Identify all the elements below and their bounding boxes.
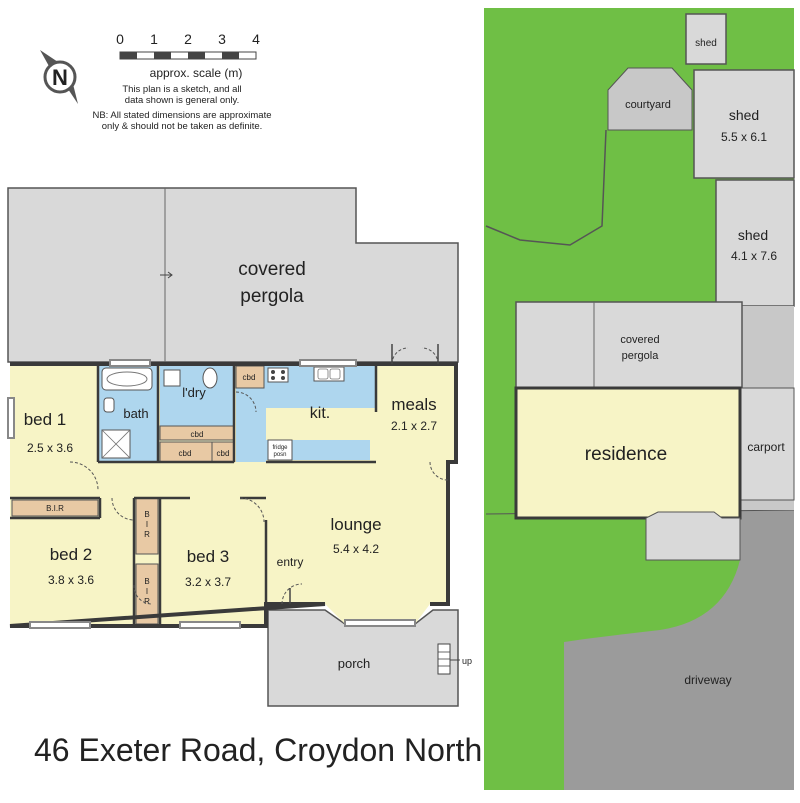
pergola-label-line-2: pergola	[240, 286, 304, 307]
porch-label: porch	[338, 656, 371, 671]
compass-icon: N	[40, 50, 78, 104]
bed2-dims: 3.8 x 3.6	[48, 573, 94, 587]
scale-tick-2: 2	[184, 31, 192, 47]
kitchen-bench	[236, 366, 376, 462]
door-swings	[69, 347, 449, 605]
scale-label: approx. scale (m)	[150, 66, 243, 80]
site-pergola-label-line-2: pergola	[622, 350, 660, 362]
site-plan: driveway courtyard shed shed 5.5 x 6.1 s…	[484, 8, 795, 790]
cooktop-icon	[267, 367, 289, 383]
site-pergola-label-line-1: covered	[620, 334, 659, 346]
lounge-label: lounge	[330, 515, 381, 534]
scale-tick-0: 0	[116, 31, 124, 47]
shed1-dims: 5.5 x 6.1	[721, 130, 767, 144]
meals-dims: 2.1 x 2.7	[391, 419, 437, 433]
laundry-label: l'dry	[182, 385, 206, 400]
bath-label: bath	[123, 406, 148, 421]
fridge-position	[267, 439, 293, 461]
scale-tick-1: 1	[150, 31, 158, 47]
bathtub-icon	[101, 367, 153, 391]
cbd-label: cbd	[179, 449, 192, 458]
courtyard-label: courtyard	[625, 99, 671, 111]
porch-up-label: up	[462, 656, 472, 666]
bed1-dims: 2.5 x 3.6	[27, 441, 73, 455]
driveway-area	[564, 510, 794, 790]
toilet-icon	[202, 367, 218, 389]
meals-label: meals	[391, 395, 436, 414]
door-leaves	[289, 344, 439, 604]
carport-label: carport	[747, 440, 785, 454]
cbd-label: cbd	[191, 430, 204, 439]
shed2-dims: 4.1 x 7.6	[731, 249, 777, 263]
bir-label: B.I.R	[46, 504, 64, 513]
bed1-label: bed 1	[24, 410, 67, 429]
compass-label: N	[52, 65, 68, 90]
disclaimer-line-2: only & should not be taken as definite.	[102, 121, 263, 132]
cbd-label: cbd	[217, 449, 230, 458]
fridge-label-line-1: fridge	[272, 445, 288, 451]
property-address-title: 46 Exeter Road, Croydon North	[34, 732, 483, 768]
residence-footprint	[514, 386, 742, 520]
porch-area	[267, 609, 459, 707]
cbd-label: cbd	[243, 373, 256, 382]
floor-plan: covered pergola porch up cbd cbd cbd cbd…	[7, 187, 472, 707]
internal-walls	[10, 364, 378, 626]
shed2-label: shed	[738, 227, 768, 243]
scale-note-line-1: This plan is a sketch, and all	[122, 84, 241, 95]
scale-note-line-2: data shown is general only.	[125, 95, 239, 106]
covered-pergola-area	[7, 187, 459, 363]
basin-icon	[103, 397, 115, 413]
shed1-label: shed	[729, 107, 759, 123]
residence-label: residence	[585, 444, 667, 465]
lounge-dims: 5.4 x 4.2	[333, 542, 379, 556]
bed3-dims: 3.2 x 3.7	[185, 575, 231, 589]
entry-label: entry	[277, 555, 304, 569]
fridge-label-line-2: posn	[273, 452, 286, 458]
driveway-label: driveway	[684, 673, 731, 687]
scale-tick-4: 4	[252, 31, 260, 47]
bed2-label: bed 2	[50, 545, 93, 564]
scale-tick-3: 3	[218, 31, 226, 47]
laundry-trough-icon	[163, 369, 181, 387]
windows	[7, 359, 416, 629]
bed3-label: bed 3	[187, 547, 230, 566]
pergola-label-line-1: covered	[238, 259, 306, 280]
kitchen-label: kit.	[310, 405, 330, 422]
disclaimer-line-1: NB: All stated dimensions are approximat…	[92, 110, 271, 121]
small-shed-label: shed	[695, 38, 717, 49]
scale-bar: 0 1 2 3 4 approx. scale (m) This plan is…	[92, 31, 271, 132]
external-walls	[9, 362, 458, 628]
